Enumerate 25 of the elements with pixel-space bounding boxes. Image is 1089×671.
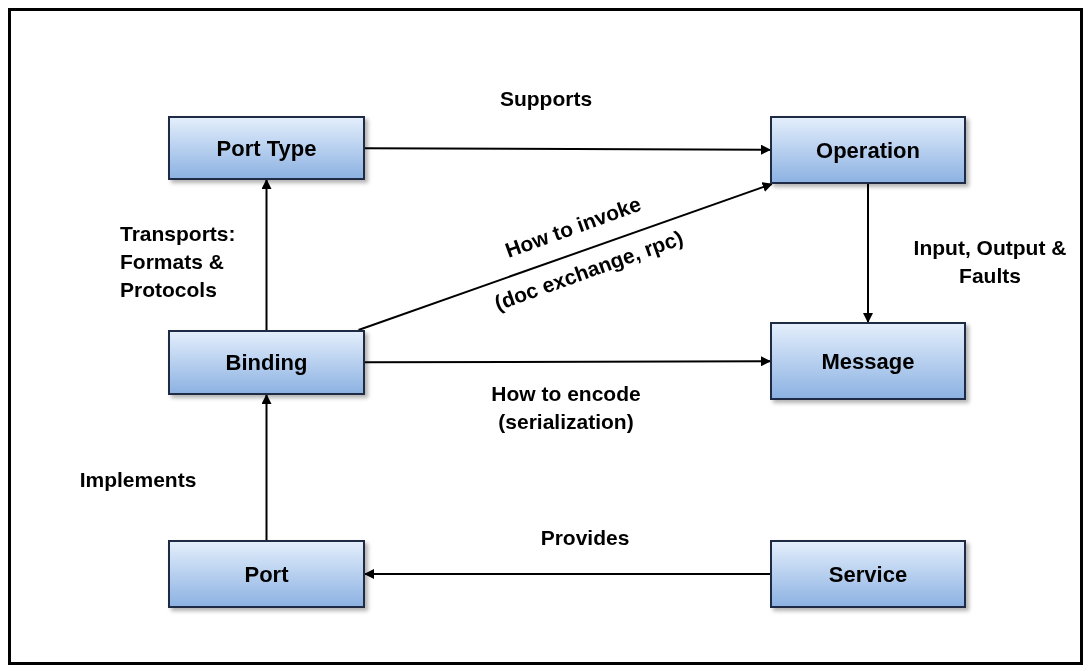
- process-box: [770, 322, 966, 400]
- edge-label: Transports: Formats & Protocols: [120, 221, 237, 303]
- box-label: Service: [828, 560, 908, 589]
- arrow: [364, 144, 771, 155]
- process-box: [770, 116, 966, 184]
- edge-label: How to encode (serialization): [490, 381, 642, 435]
- box-label: Port: [244, 560, 289, 589]
- arrow: [357, 182, 773, 331]
- box-label: Port Type: [216, 134, 317, 163]
- process-box: [168, 330, 365, 395]
- process-box: [168, 116, 365, 180]
- box-label: Binding: [225, 349, 308, 377]
- arrow: [364, 569, 771, 579]
- process-box: [168, 540, 365, 608]
- process-box: [770, 540, 966, 608]
- arrow: [863, 183, 873, 323]
- arrow: [364, 356, 771, 367]
- arrow: [261, 394, 272, 541]
- arrow: [261, 179, 272, 331]
- edge-label: Input, Output & Faults: [912, 235, 1068, 289]
- edge-label: Provides: [539, 525, 631, 551]
- edge-label: Implements: [78, 467, 198, 493]
- edge-label: Supports: [498, 86, 594, 112]
- box-label: Operation: [816, 136, 920, 165]
- box-label: Message: [821, 347, 915, 376]
